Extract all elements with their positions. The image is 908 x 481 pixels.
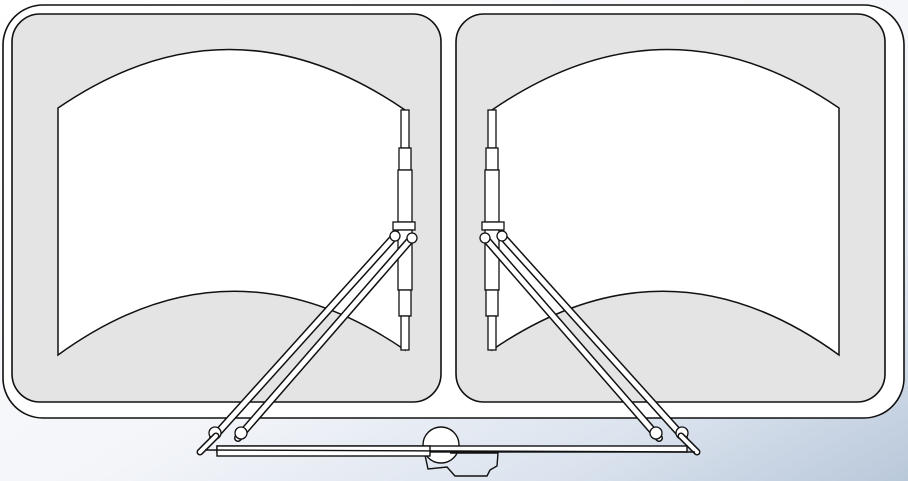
motor-housing (424, 452, 499, 477)
motor-crank (422, 426, 460, 464)
right-wiper-assembly (456, 14, 885, 452)
left-wiper-assembly (12, 14, 441, 452)
wiper-linkage (204, 426, 696, 477)
